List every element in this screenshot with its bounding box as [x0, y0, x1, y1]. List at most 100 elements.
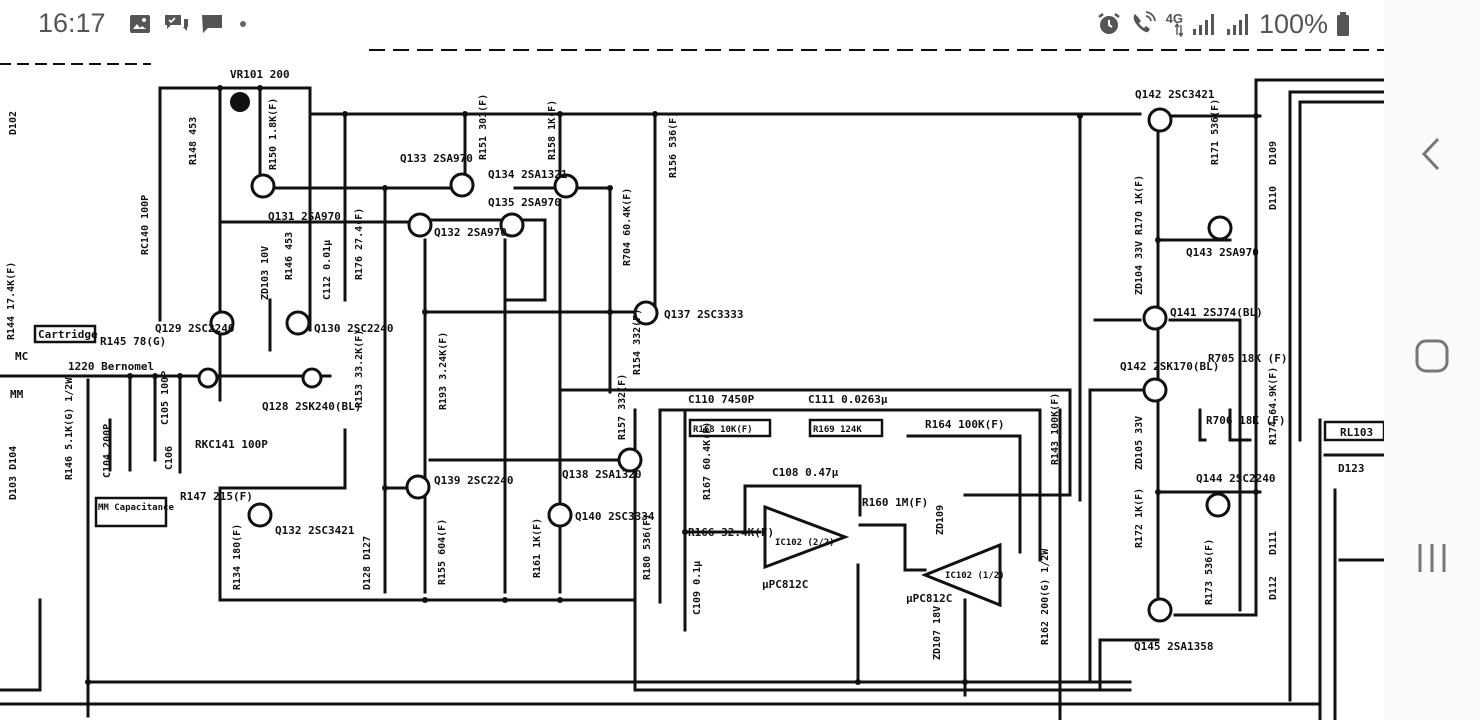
label-d110: D110 — [1268, 186, 1279, 210]
data-arrows-icon — [1174, 22, 1183, 37]
label-r170: R170 1K(F) — [1134, 175, 1145, 235]
label-r193: R193 3.24K(F) — [438, 332, 449, 410]
status-time: 16:17 — [38, 8, 106, 38]
label-upc812c-a: μPC812C — [762, 578, 808, 591]
label-c105: C105 100P — [160, 371, 171, 425]
label-q129: Q129 2SC2240 — [155, 322, 234, 335]
label-r157: R157 332(F) — [617, 374, 628, 440]
recents-button[interactable] — [1408, 534, 1456, 582]
label-r167: R167 60.4K(F) — [702, 422, 713, 500]
label-q137: Q137 2SC3333 — [664, 308, 743, 321]
label-q134: Q134 2SA1321 — [488, 168, 568, 181]
label-ic102-a: IC102 (2/2) — [775, 538, 835, 548]
label-mm: MM — [10, 388, 24, 401]
chat-icon — [165, 15, 188, 31]
network-type: 4G — [1165, 10, 1183, 26]
label-r158: R158 1K(F) — [547, 100, 558, 160]
label-d103: D103 D104 — [8, 446, 19, 500]
system-icons: 4G 100% — [1096, 8, 1350, 40]
schematic-image[interactable]: VR101 200 Q131 2SA970 Q133 2SA970 Q134 2… — [0, 48, 1384, 720]
signal-icon — [1192, 14, 1214, 35]
label-q142-top: Q142 2SC3421 — [1135, 88, 1215, 101]
label-zd109: ZD109 — [935, 505, 946, 535]
label-d111: D111 — [1268, 531, 1279, 555]
label-mm-capacitance: MM Capacitance — [98, 502, 174, 513]
label-r705: R705 18K (F) — [1208, 352, 1287, 365]
label-r150: R150 1.8K(F) — [268, 98, 279, 170]
label-bernomel: 1220 Bernomel — [68, 360, 154, 373]
label-r147: R147 215(F) — [180, 490, 253, 503]
label-q133: Q133 2SA970 — [400, 152, 473, 165]
alarm-icon — [1097, 13, 1120, 34]
label-r145: R145 78(G) — [100, 335, 166, 348]
battery-percent: 100% — [1258, 8, 1328, 39]
label-r176: R176 27.4(F) — [354, 208, 365, 280]
label-r172: R172 1K(F) — [1134, 488, 1145, 548]
label-r166: R166 32.4K(F) — [688, 526, 774, 539]
label-r161: R161 1K(F) — [532, 518, 543, 578]
label-d123: D123 — [1338, 462, 1365, 475]
label-q132-top: Q132 2SA970 — [434, 226, 507, 239]
label-zd107: ZD107 18V — [932, 606, 943, 660]
label-q141: Q141 2SJ74(BL) — [1170, 306, 1263, 319]
recents-icon — [1418, 544, 1446, 572]
label-r153: R153 33.2K(F) — [354, 330, 365, 408]
label-r704: R704 60.4K(F) — [622, 188, 633, 266]
home-icon — [1415, 339, 1449, 373]
dot-icon — [240, 21, 246, 27]
label-r154: R154 332(F) — [632, 309, 643, 375]
label-c104: C104 200P — [102, 424, 113, 478]
label-q128: Q128 2SK240(BL) — [262, 400, 361, 413]
label-q130: Q130 2SC2240 — [314, 322, 393, 335]
label-c112: C112 0.01μ — [322, 240, 333, 300]
label-c111: C111 0.0263μ — [808, 393, 888, 406]
label-zd105: ZD105 33V — [1134, 416, 1145, 470]
label-c106: C106 — [164, 446, 175, 470]
label-vr101: VR101 200 — [230, 68, 290, 81]
label-zd104: ZD104 33V — [1134, 241, 1145, 295]
label-q138: Q138 2SA1320 — [562, 468, 641, 481]
navigation-bar — [1384, 0, 1480, 720]
label-q142: Q142 2SK170(BL) — [1120, 360, 1219, 373]
label-r706: R706 18K (F) — [1206, 414, 1285, 427]
label-cartridge: Cartridge — [38, 328, 98, 341]
label-r162: R162 200(G) 1/2W — [1040, 548, 1051, 645]
label-r146b: R146 5.1K(G) 1/2W — [64, 377, 75, 480]
label-rkc141: RKC141 100P — [195, 438, 268, 451]
label-upc812c-b: μPC812C — [906, 592, 952, 605]
label-r148: R148 453 — [188, 117, 199, 165]
label-r169: R169 124K — [813, 425, 862, 435]
message-icon — [202, 15, 222, 33]
label-r151: R151 301(F) — [478, 94, 489, 160]
label-d102: D102 — [8, 111, 19, 135]
label-d112: D112 — [1268, 576, 1279, 600]
label-q132: Q132 2SC3421 — [275, 524, 355, 537]
label-r144: R144 17.4K(F) — [6, 262, 17, 340]
label-d128: D128 D127 — [362, 536, 373, 590]
back-icon — [1421, 137, 1440, 171]
label-r171: R171 536(F) — [1210, 99, 1221, 165]
label-ic102-b: IC102 (1/2) — [945, 571, 1005, 581]
home-button[interactable] — [1408, 332, 1456, 380]
label-q139: Q139 2SC2240 — [434, 474, 513, 487]
wifi-call-icon — [1133, 11, 1156, 33]
signal-icon — [1226, 14, 1248, 35]
label-q135: Q135 2SA970 — [488, 196, 561, 209]
label-q144: Q144 2SC2240 — [1196, 472, 1275, 485]
back-button[interactable] — [1408, 130, 1456, 178]
notification-icons — [128, 8, 250, 40]
label-c108: C108 0.47μ — [772, 466, 839, 479]
label-r180: R180 536(F) — [642, 514, 653, 580]
label-r174: R174 64.9K(F) — [1268, 367, 1279, 445]
image-icon — [130, 15, 150, 33]
label-r156: R156 536(F) — [668, 112, 679, 178]
label-r146: R146 453 — [284, 232, 295, 280]
battery-icon — [1337, 12, 1349, 36]
label-r143: R143 100K(F) — [1050, 393, 1061, 465]
label-c109: C109 0.1μ — [692, 561, 703, 615]
label-r173: R173 536(F) — [1204, 539, 1215, 605]
label-mc: MC — [15, 350, 28, 363]
label-r134: R134 180(F) — [232, 524, 243, 590]
label-q143: Q143 2SA970 — [1186, 246, 1259, 259]
label-r168: R168 10K(F) — [693, 425, 753, 435]
